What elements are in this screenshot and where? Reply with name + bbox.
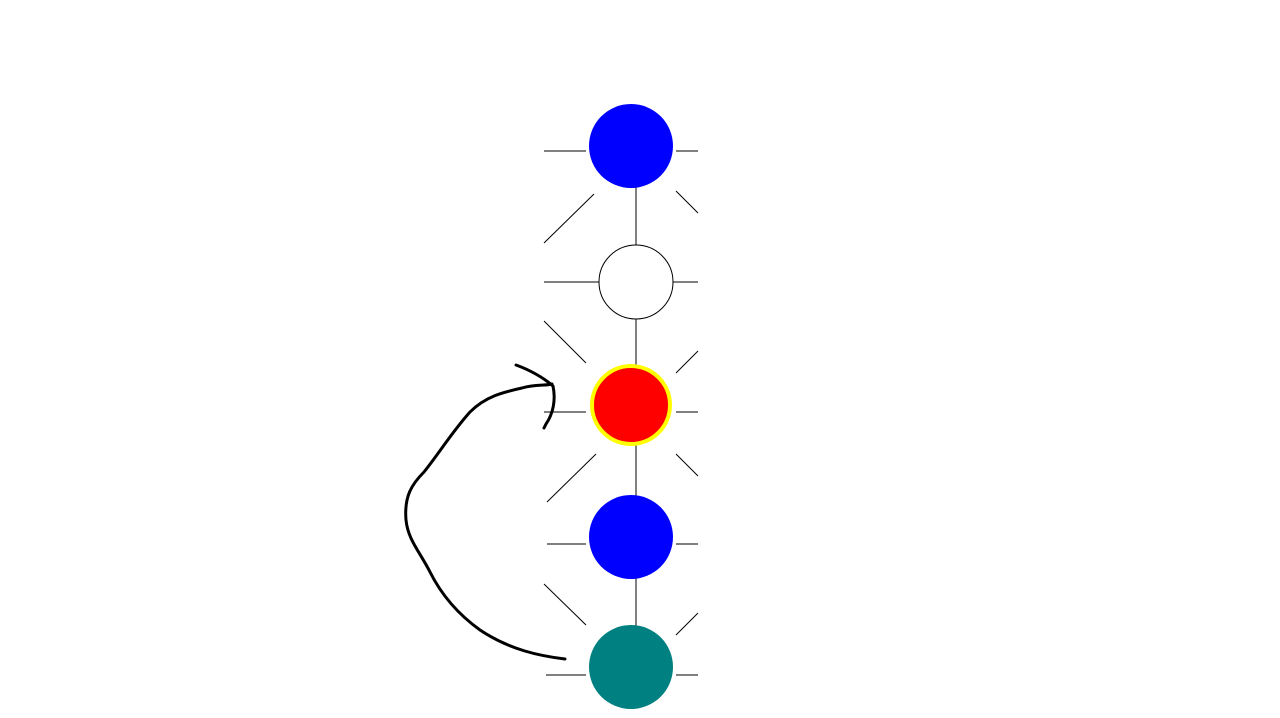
edge-stub-4	[675, 190, 699, 214]
node-3	[590, 364, 672, 446]
edge-stub-8	[675, 350, 699, 374]
node-1	[589, 104, 673, 188]
edge-stub-3	[543, 193, 595, 244]
node-4	[589, 495, 673, 579]
edge-stubs	[543, 150, 699, 676]
edge-stub-15	[543, 583, 587, 626]
edge-stub-11	[546, 453, 597, 503]
edge-stub-7	[543, 320, 587, 364]
node-2	[598, 244, 674, 320]
annotation-arrow-path	[404, 382, 567, 661]
annotation-arrowhead	[514, 363, 556, 430]
annotation-layer	[404, 363, 567, 661]
nodes	[589, 104, 674, 709]
edge-stub-12	[675, 453, 699, 477]
edge-stub-16	[675, 612, 699, 636]
node-5	[589, 625, 673, 709]
